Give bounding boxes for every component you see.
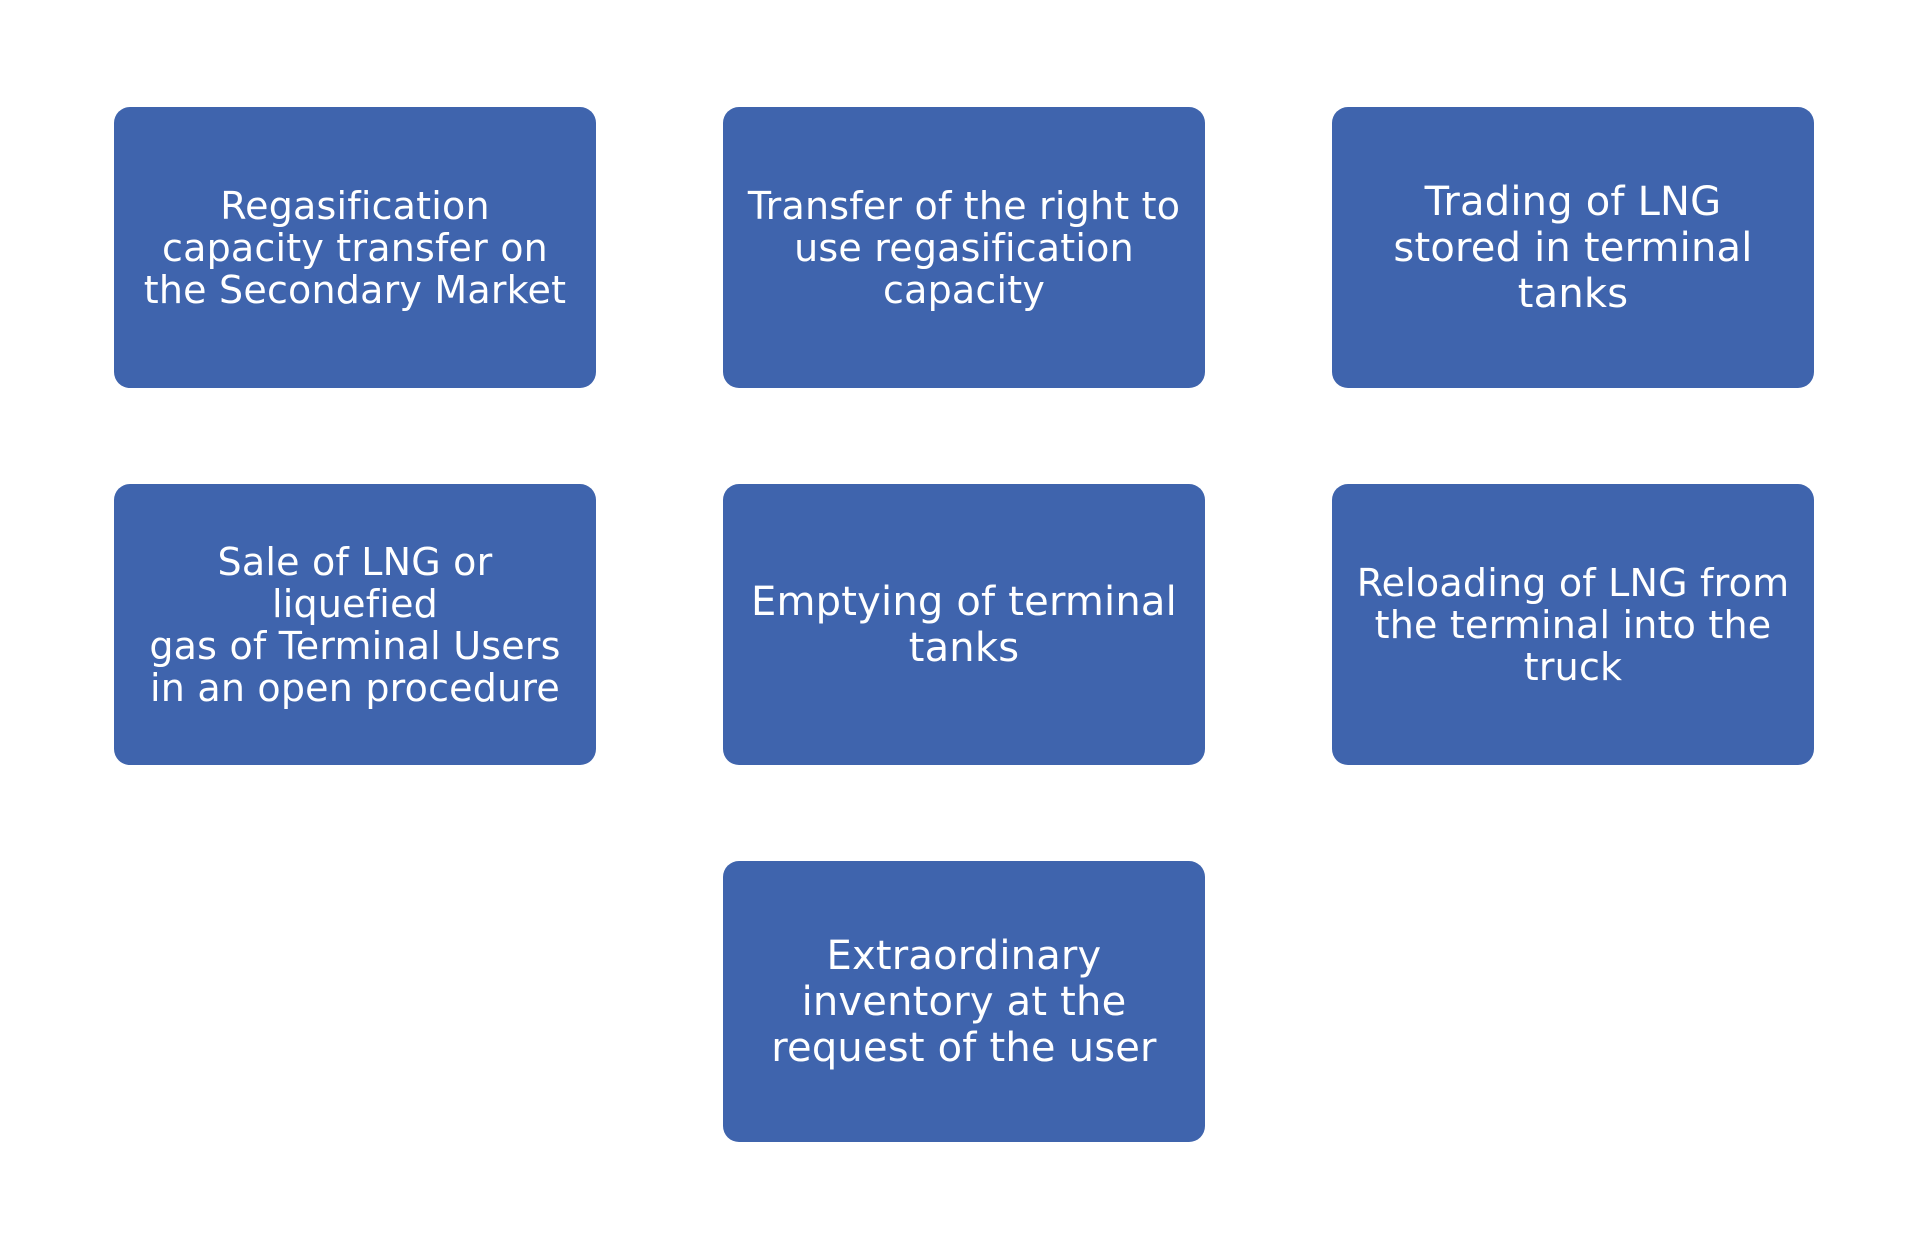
box-label-line: truck — [1523, 644, 1623, 689]
box-extraordinary-inventory: Extraordinary inventory at the request o… — [723, 861, 1205, 1142]
box-label-line: the Secondary Market — [143, 267, 567, 312]
box-label-line: Emptying of terminal — [751, 578, 1177, 625]
box-label-line: in an open procedure — [150, 665, 560, 710]
box-sale-lng-open-procedure: Sale of LNG or liquefied gas of Terminal… — [114, 484, 596, 765]
box-label-line: capacity — [882, 267, 1046, 312]
box-label: Reloading of LNG from the terminal into … — [1357, 562, 1790, 688]
box-reloading-lng-truck: Reloading of LNG from the terminal into … — [1332, 484, 1814, 765]
box-emptying-terminal-tanks: Emptying of terminal tanks — [723, 484, 1205, 765]
box-label-line: the terminal into the — [1374, 602, 1772, 647]
box-label-line: Reloading of LNG from — [1356, 560, 1790, 605]
box-label: Extraordinary inventory at the request o… — [771, 933, 1156, 1071]
box-trading-lng-stored: Trading of LNG stored in terminal tanks — [1332, 107, 1814, 388]
box-label-line: stored in terminal — [1393, 224, 1753, 271]
box-label: Sale of LNG or liquefied gas of Terminal… — [132, 541, 578, 709]
box-label-line: capacity transfer on — [161, 225, 548, 270]
box-label-line: Extraordinary — [826, 932, 1102, 979]
box-transfer-right-regasification: Transfer of the right to use regasificat… — [723, 107, 1205, 388]
box-label-line: use regasification — [794, 225, 1134, 270]
box-label-line: Sale of LNG or liquefied — [217, 539, 493, 626]
box-label-line: tanks — [908, 624, 1020, 671]
box-label-line: request of the user — [771, 1024, 1157, 1071]
box-regasification-secondary-market: Regasification capacity transfer on the … — [114, 107, 596, 388]
box-label-line: gas of Terminal Users — [149, 623, 561, 668]
box-label: Emptying of terminal tanks — [751, 579, 1177, 671]
box-label-line: inventory at the — [801, 978, 1127, 1025]
box-label-line: Trading of LNG — [1424, 178, 1722, 225]
box-label: Regasification capacity transfer on the … — [144, 185, 566, 311]
box-label: Trading of LNG stored in terminal tanks — [1393, 179, 1752, 317]
box-label: Transfer of the right to use regasificat… — [748, 185, 1180, 311]
box-label-line: Regasification — [220, 183, 490, 228]
box-label-line: Transfer of the right to — [747, 183, 1181, 228]
box-label-line: tanks — [1517, 270, 1629, 317]
